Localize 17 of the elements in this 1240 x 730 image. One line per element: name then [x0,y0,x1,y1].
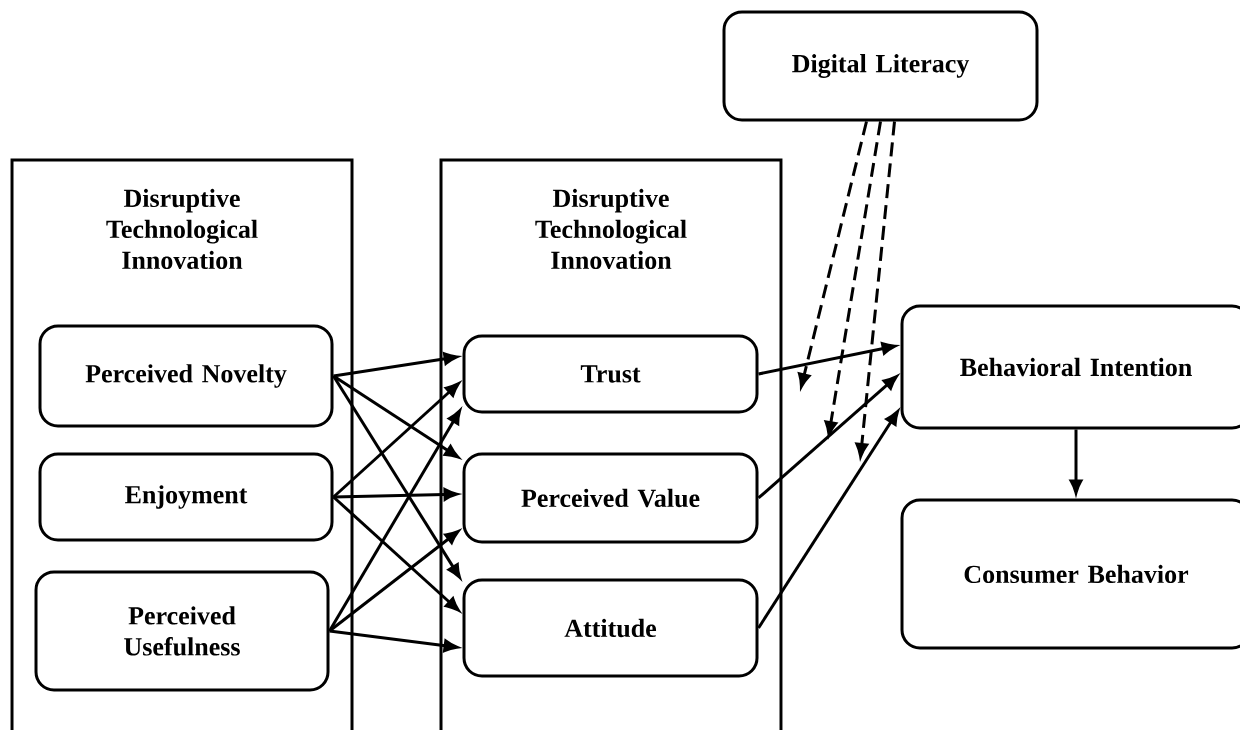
arrow [757,410,899,629]
box: Digital Literacy [722,10,1039,122]
factor-box: Perceived Novelty [38,324,334,428]
factor-box: Enjoyment [38,452,334,542]
arrow [332,375,461,579]
factor-box: Attitude [462,578,759,678]
arrow [333,488,459,501]
box: Behavioral Intention [900,304,1240,430]
arrow [757,375,898,500]
factor-box: Perceived Usefulness [34,570,330,692]
arrow [1069,429,1083,495]
arrow [332,495,460,612]
arrow [328,530,460,633]
factor-box: Trust [462,334,759,414]
factor-box: Perceived Value [462,452,759,544]
box: Consumer Behavior [900,498,1240,650]
arrow [328,409,461,632]
